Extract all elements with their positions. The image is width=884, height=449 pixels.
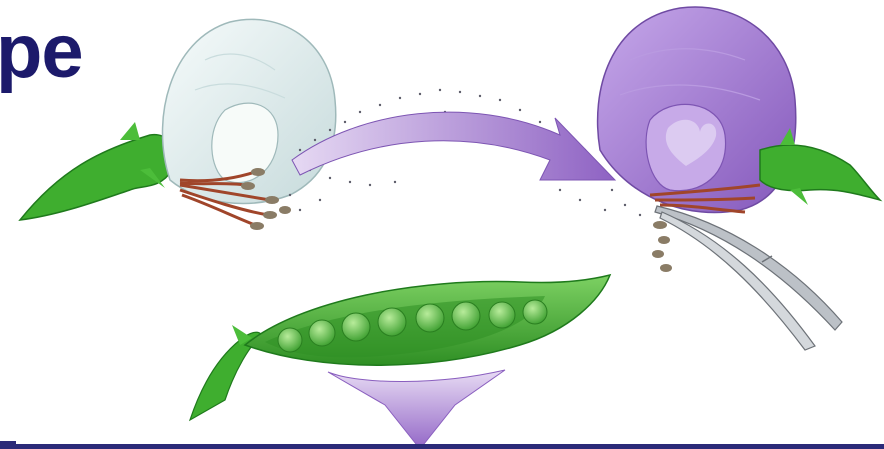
slide-bottom-rule <box>0 444 884 449</box>
white-flower-icon <box>20 19 336 230</box>
pollen-transfer-arrow-icon <box>292 112 615 180</box>
slide-rule-tab <box>0 441 16 449</box>
tweezers-icon <box>655 206 842 350</box>
falling-anthers <box>652 221 672 272</box>
purple-flower-icon <box>598 7 880 213</box>
down-arrow-icon <box>328 370 505 449</box>
purple-flower-sepal <box>760 145 880 200</box>
